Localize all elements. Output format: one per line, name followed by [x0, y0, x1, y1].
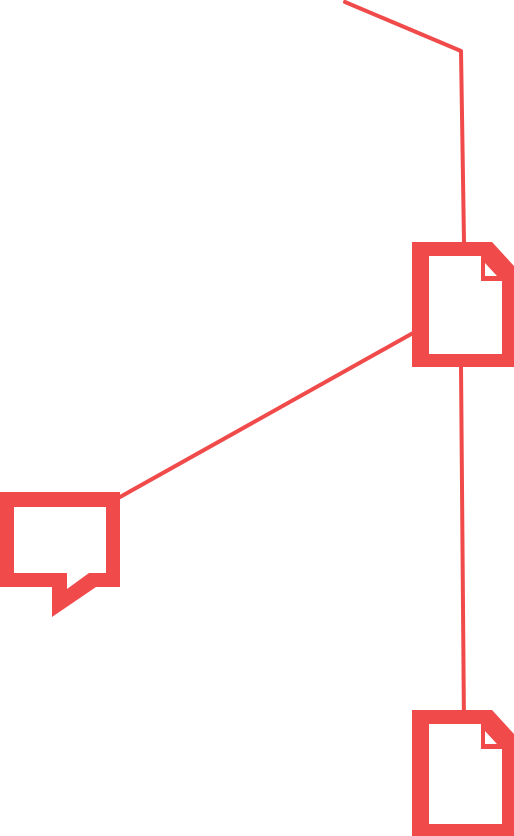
- connector-line-to-document: [459, 364, 466, 728]
- connector-line-incoming: [343, 0, 466, 244]
- document-icon[interactable]: [412, 242, 514, 367]
- connectors: [118, 0, 466, 728]
- connector-line-to-comment: [118, 331, 415, 499]
- speech-bubble-icon[interactable]: [0, 492, 120, 617]
- document-icon-bottom[interactable]: [412, 710, 514, 836]
